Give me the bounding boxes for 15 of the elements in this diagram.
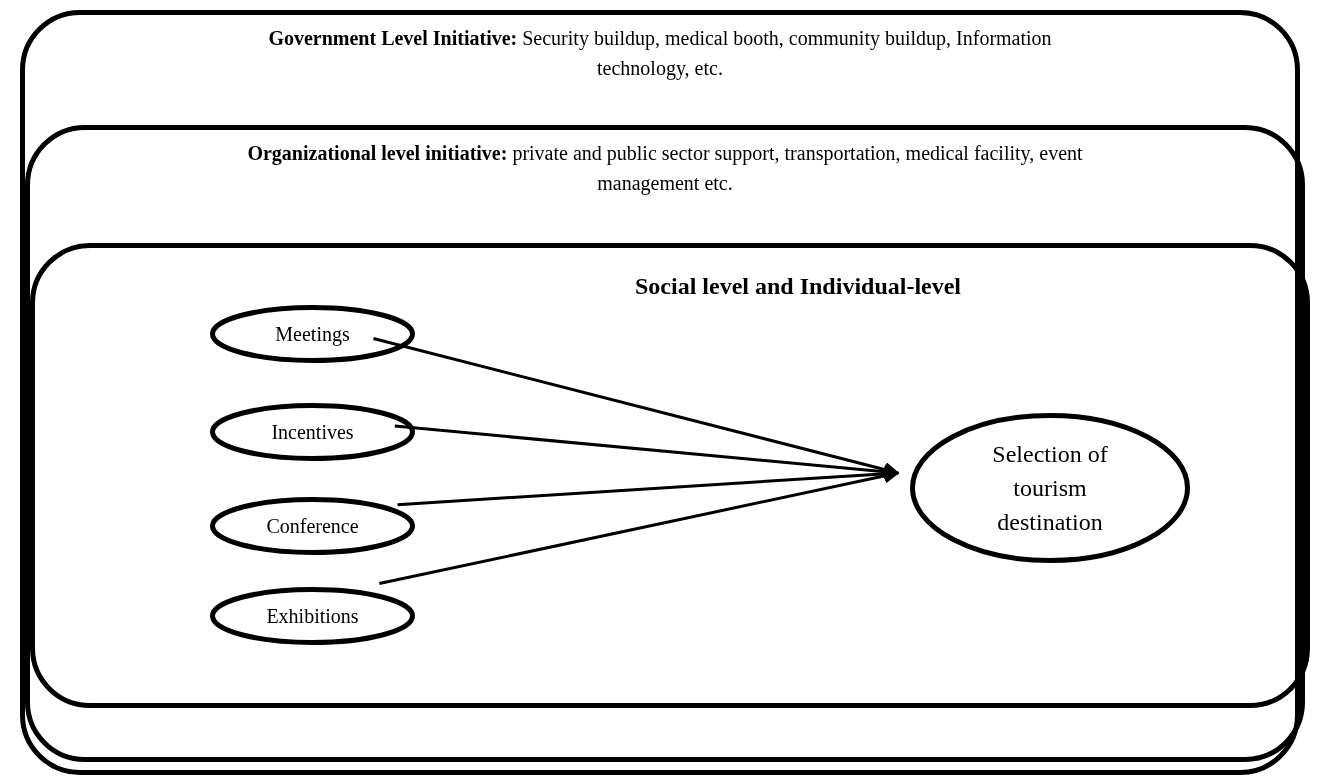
level-heading: Social level and Individual-level <box>635 272 962 301</box>
level-description: Organizational level initiative: private and public sector support, transportation, medical facility, event management etc. <box>246 141 1084 197</box>
node-label: Meetings <box>275 322 350 348</box>
arrow <box>394 424 900 480</box>
node-label: Conference <box>266 514 359 539</box>
ellipse-node <box>210 587 415 645</box>
node-label: Selection of tourism destination <box>991 440 1109 537</box>
level-description: Government Level Initiative: Security buildup, medical booth, community buildup, Information technology, etc. <box>267 26 1053 82</box>
ellipse-node <box>210 497 415 555</box>
ellipse-node <box>210 305 415 363</box>
node-label: Exhibitions <box>266 604 359 629</box>
ellipse-node <box>210 403 415 461</box>
node-label: Incentives <box>271 420 354 445</box>
rounded-level-box <box>30 243 1310 708</box>
ellipse-node <box>910 413 1190 563</box>
